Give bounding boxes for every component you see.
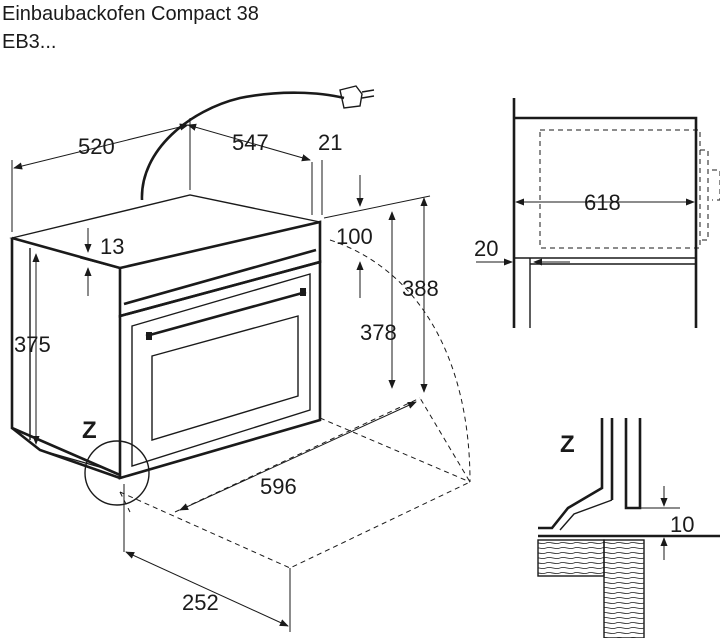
dim-width-inner: 618: [584, 190, 621, 215]
dim-panel-thickness: 13: [100, 234, 124, 259]
dim-detail-gap: 10: [670, 512, 694, 537]
model-series: EB3...: [2, 31, 57, 53]
detail-z-view: [537, 418, 720, 638]
dim-offset-top: 21: [318, 130, 342, 155]
dim-min-depth: 252: [182, 590, 219, 615]
dim-depth-niche: 520: [78, 134, 115, 159]
dim-cutout-gap: 100: [336, 224, 373, 249]
dim-height-niche: 388: [402, 276, 439, 301]
detail-marker-z: Z: [82, 417, 97, 444]
dim-height-appliance: 375: [14, 332, 51, 357]
section-view: [476, 98, 720, 328]
dim-front-offset: 20: [474, 236, 498, 261]
detail-title-z: Z: [560, 431, 575, 458]
diagram-title: Einbaubackofen Compact 38: [2, 3, 259, 25]
dim-width-appliance: 547: [232, 130, 269, 155]
dim-width-niche: 596: [260, 474, 297, 499]
dim-height-front: 378: [360, 320, 397, 345]
dimension-lines: [11, 118, 431, 632]
